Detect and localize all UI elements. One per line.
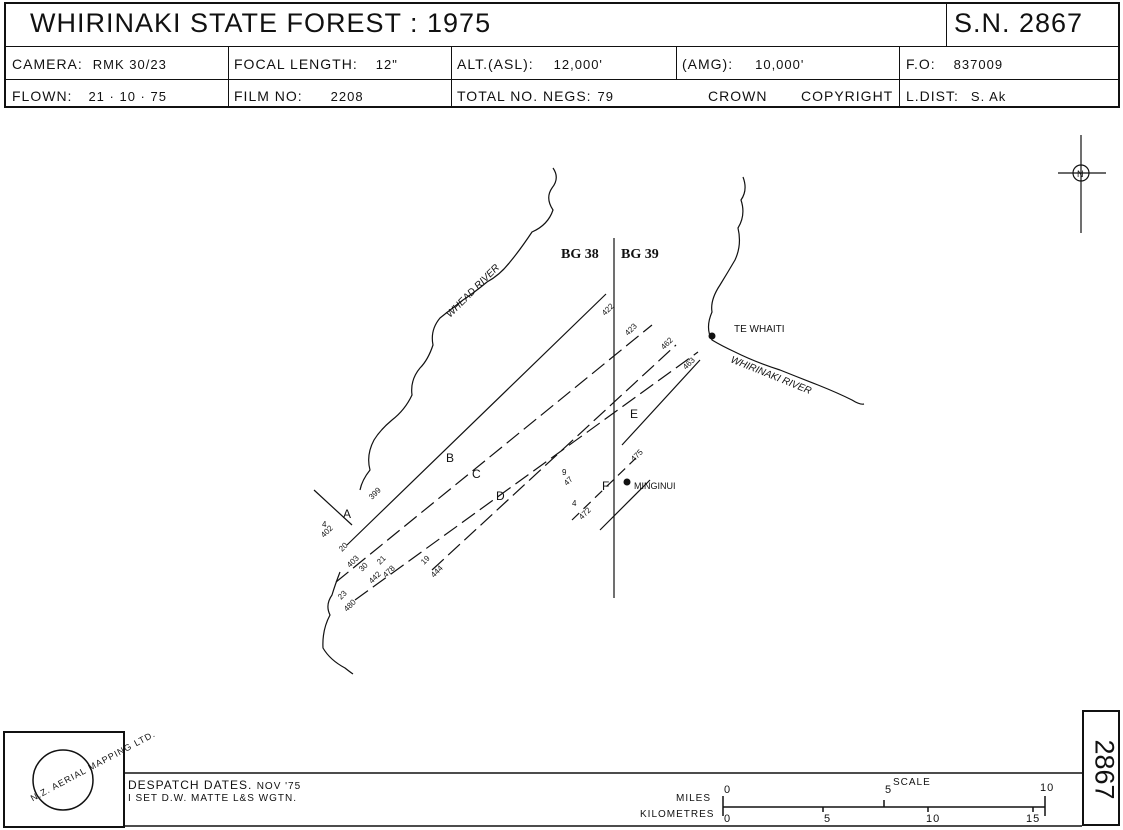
sheet-label-left: BG 38 [561, 247, 599, 262]
run-label-a: A [343, 507, 351, 521]
run-c-line [335, 324, 653, 583]
crown-label: CROWN [708, 88, 768, 104]
minginui-label: MINGINUI [634, 481, 676, 491]
neg-e-end: 462 [659, 335, 675, 351]
ldist-field: L.DIST:S. Ak [906, 88, 1007, 104]
neg-e2-end: 463 [681, 355, 697, 371]
vertical-sn-box: 2867 [1082, 710, 1120, 826]
run-f-frame [599, 479, 651, 531]
neg-c2-start: 21 [375, 553, 388, 566]
kilometres-label: KILOMETRES [640, 809, 715, 820]
whead-river-line [359, 167, 557, 491]
neg-c-end: 423 [623, 321, 639, 337]
whirinaki-river-label: WHIRINAKI RIVER [729, 355, 813, 397]
flown-field: FLOWN:21 · 10 · 75 [12, 88, 167, 104]
neg-d-start: 19 [419, 553, 432, 566]
map-title: WHIRINAKI STATE FOREST : 1975 [30, 8, 492, 38]
total-negs-field: TOTAL NO. NEGS:79 [457, 88, 615, 104]
sheet-label-right: BG 39 [621, 247, 659, 262]
neg-f-d: 472 [577, 505, 593, 521]
neg-e-start: 23 [336, 588, 349, 601]
focal-length-field: FOCAL LENGTH:12" [234, 56, 398, 72]
neg-f-a: 9 [562, 468, 567, 477]
neg-f-e: 475 [629, 447, 645, 463]
km-tick-5: 5 [824, 813, 832, 825]
miles-tick-0: 0 [724, 784, 732, 796]
camera-field: CAMERA:RMK 30/23 [12, 56, 167, 72]
neg-a-end: 4 [322, 520, 327, 529]
te-whaiti-dot [708, 332, 716, 340]
neg-f-c: 4 [572, 499, 577, 508]
despatch-dates: DESPATCH DATES. NOV '75 [128, 778, 302, 792]
north-circle [1072, 164, 1090, 182]
run-b-line [346, 293, 607, 546]
run-label-f: F [602, 479, 609, 493]
te-whaiti-label: TE WHAITI [734, 324, 785, 335]
run-e2-line [621, 359, 701, 446]
km-tick-0: 0 [724, 813, 732, 825]
altitude-amg-field: (AMG):10,000' [682, 56, 805, 72]
run-label-c: C [472, 467, 481, 481]
run-label-b: B [446, 451, 454, 465]
run-label-d: D [496, 489, 505, 503]
logo-globe [32, 749, 94, 811]
header-table: WHIRINAKI STATE FOREST : 1975 S.N. 2867 … [4, 2, 1120, 108]
neg-a-start: 399 [367, 485, 383, 501]
km-tick-15: 15 [1026, 813, 1041, 825]
miles-label: MILES [676, 793, 712, 804]
run-label-e: E [630, 407, 638, 421]
film-number-field: FILM NO:2208 [234, 88, 364, 104]
miles-tick-10: 10 [1040, 782, 1055, 794]
whead-river-label: WHEAD RIVER [444, 262, 502, 320]
neg-c: 442 [367, 569, 383, 585]
north-letter: N [1077, 169, 1084, 179]
scale-label: SCALE [893, 777, 931, 788]
set-line: I SET D.W. MATTE L&S WGTN. [128, 793, 297, 804]
neg-c2: 478 [381, 563, 397, 579]
miles-tick-5: 5 [885, 784, 893, 796]
neg-d: 444 [429, 563, 445, 579]
run-d-line [431, 344, 677, 571]
vertical-sn-number: 2867 [1089, 739, 1120, 800]
fo-field: F.O:837009 [906, 56, 1004, 72]
whirinaki-river-line [707, 176, 865, 405]
lower-river-line [322, 571, 354, 675]
altitude-asl-field: ALT.(ASL):12,000' [457, 56, 603, 72]
sheet-number: S.N. 2867 [954, 8, 1084, 38]
neg-c-start: 30 [357, 560, 370, 573]
run-a-line [313, 489, 353, 526]
km-tick-10: 10 [926, 813, 941, 825]
copyright-label: COPYRIGHT [801, 88, 894, 104]
logo-box: N.Z. AERIAL MAPPING LTD. [3, 729, 157, 828]
neg-b-start: 20 [337, 540, 350, 553]
minginui-dot [623, 478, 631, 486]
run-e-line [354, 351, 699, 601]
